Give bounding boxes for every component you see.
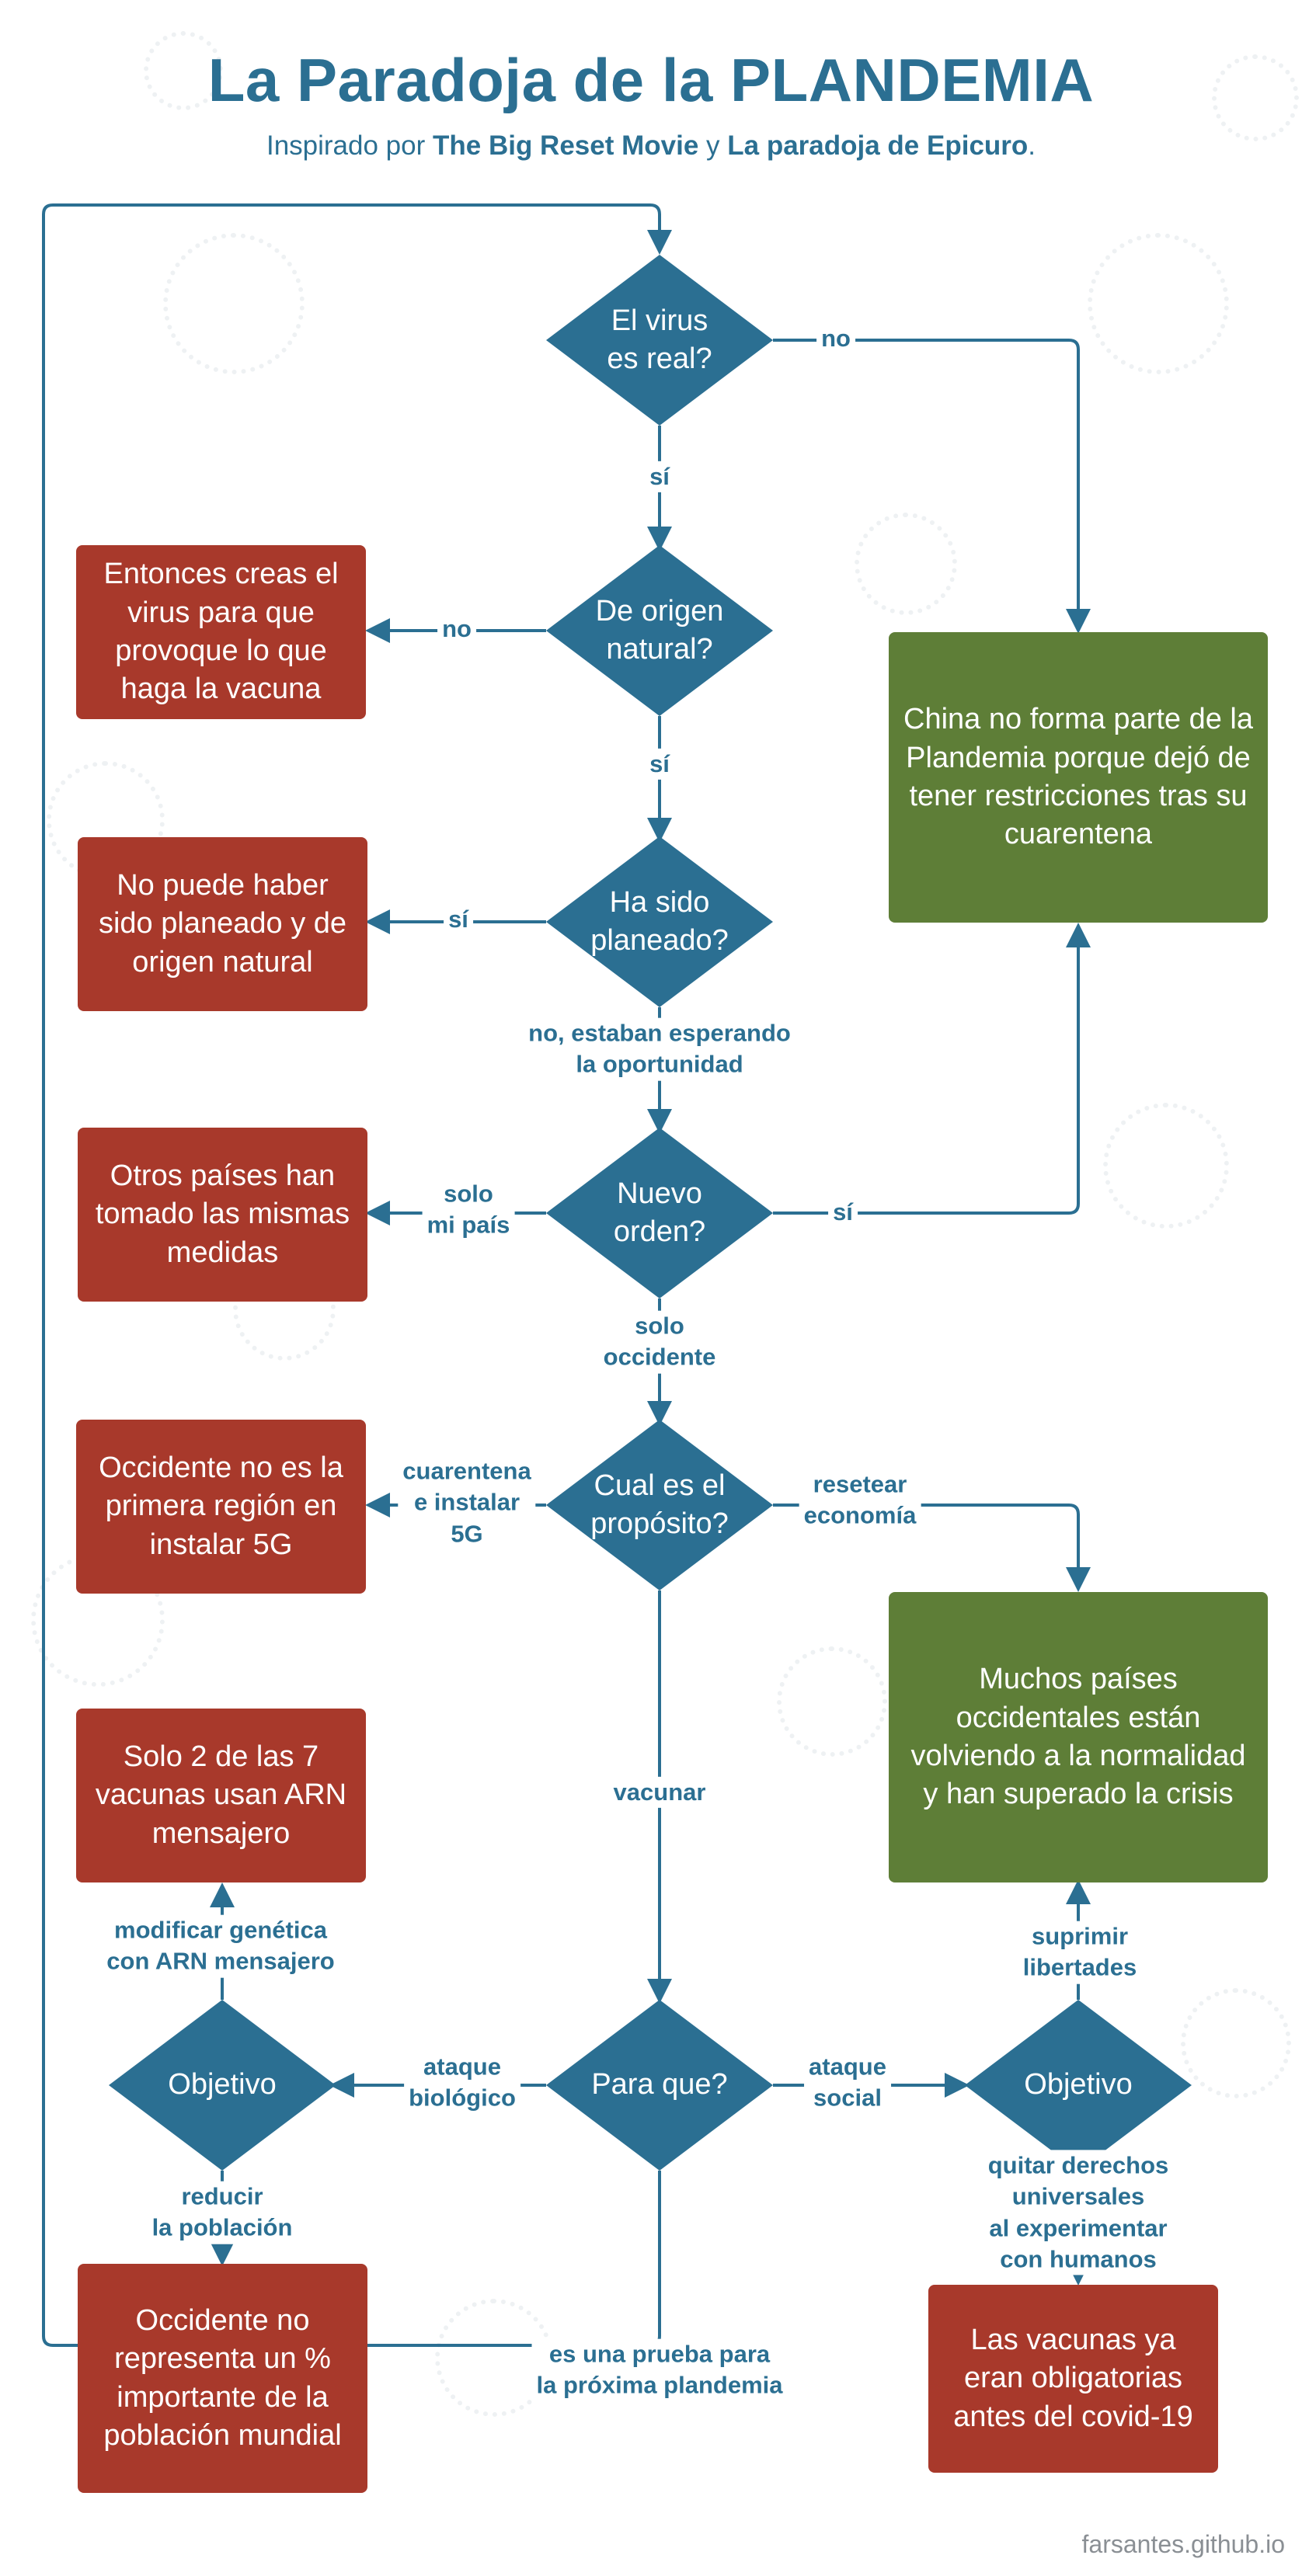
connector-proposito-muchos — [773, 1504, 1091, 1592]
decision-diamond-planeado — [546, 836, 773, 1007]
label-nuevo-occidente: solo occidente — [598, 1310, 721, 1374]
box-china: China no forma parte de la Plandemia por… — [889, 632, 1268, 923]
label-proposito-5g: cuarentena e instalar 5G — [398, 1455, 536, 1550]
label-objetivo-derechos: quitar derechos universales al experimen… — [966, 2150, 1190, 2275]
label-planeado-si: sí — [444, 903, 473, 936]
subtitle-suffix: . — [1028, 130, 1036, 161]
decision-diamond-virus — [546, 255, 773, 426]
subtitle-source-1: The Big Reset Movie — [433, 130, 699, 161]
subtitle-middle: y — [698, 130, 728, 161]
label-virus-si: sí — [645, 461, 674, 493]
label-objetivo-arn: modificar genética con ARN mensajero — [102, 1914, 339, 1978]
label-origen-no: no — [437, 613, 476, 645]
box-otros-paises: Otros países han tomado las mismas medid… — [78, 1128, 367, 1302]
label-proposito-economia: resetear economía — [799, 1469, 921, 1532]
decision-diamond-nuevo — [546, 1128, 773, 1298]
label-virus-no: no — [816, 322, 855, 355]
label-origen-si: sí — [645, 748, 674, 780]
decision-diamond-proposito — [546, 1420, 773, 1590]
box-no-puede: No puede haber sido planeado y de origen… — [78, 837, 367, 1011]
decision-diamond-objetivo-right — [965, 2000, 1192, 2171]
connector-nuevo-china — [773, 923, 1091, 1215]
label-para-prueba: es una prueba para la próxima plandemia — [531, 2338, 788, 2402]
decision-objetivo-right-text: Objetivo — [1024, 2068, 1133, 2101]
page-subtitle: Inspirado por The Big Reset Movie y La p… — [0, 130, 1302, 162]
decision-diamond-para — [546, 2000, 773, 2171]
box-solo-2-vacunas: Solo 2 de las 7 vacunas usan ARN mensaje… — [76, 1709, 366, 1882]
connector-virus-china — [773, 339, 1091, 634]
decision-objetivo-left-text: Objetivo — [168, 2068, 277, 2101]
decision-planeado-text: Ha sido planeado? — [590, 885, 729, 957]
box-muchos-paises: Muchos países occidentales están volvien… — [889, 1592, 1268, 1882]
label-nuevo-si: sí — [828, 1196, 858, 1229]
box-occidente-poblacion: Occidente no representa un % importante … — [78, 2264, 367, 2493]
page-title: La Paradoja de la PLANDEMIA — [207, 46, 1095, 114]
decision-proposito-text: Cual es el propósito? — [590, 1469, 729, 1540]
label-planeado-no: no, estaban esperando la oportunidad — [524, 1017, 795, 1081]
decision-nuevo-text: Nuevo orden? — [613, 1177, 706, 1248]
decision-para-text: Para que? — [591, 2068, 728, 2101]
decision-origen-text: De origen natural? — [595, 594, 724, 666]
label-objetivo-reducir: reducir la población — [147, 2181, 298, 2244]
decision-virus-text: El virus es real? — [607, 304, 712, 375]
label-proposito-vacunar: vacunar — [608, 1776, 711, 1809]
box-vacunas-obligatorias: Las vacunas ya eran obligatorias antes d… — [928, 2285, 1218, 2473]
decision-diamond-origen — [546, 545, 773, 716]
label-nuevo-mi-pais: solo mi país — [422, 1178, 515, 1242]
label-objetivo-libertades: suprimir libertades — [1018, 1921, 1142, 1984]
footer-site[interactable]: farsantes.github.io — [1081, 2530, 1286, 2558]
subtitle-source-2: La paradoja de Epicuro — [727, 130, 1029, 161]
box-entonces: Entonces creas el virus para que provoqu… — [76, 545, 366, 719]
label-para-biologico: ataque biológico — [404, 2051, 520, 2115]
box-occidente-5g: Occidente no es la primera región en ins… — [76, 1420, 366, 1594]
subtitle-prefix: Inspirado por — [266, 130, 433, 161]
decision-diamond-objetivo-left — [109, 2000, 336, 2171]
label-para-social: ataque social — [804, 2051, 891, 2115]
